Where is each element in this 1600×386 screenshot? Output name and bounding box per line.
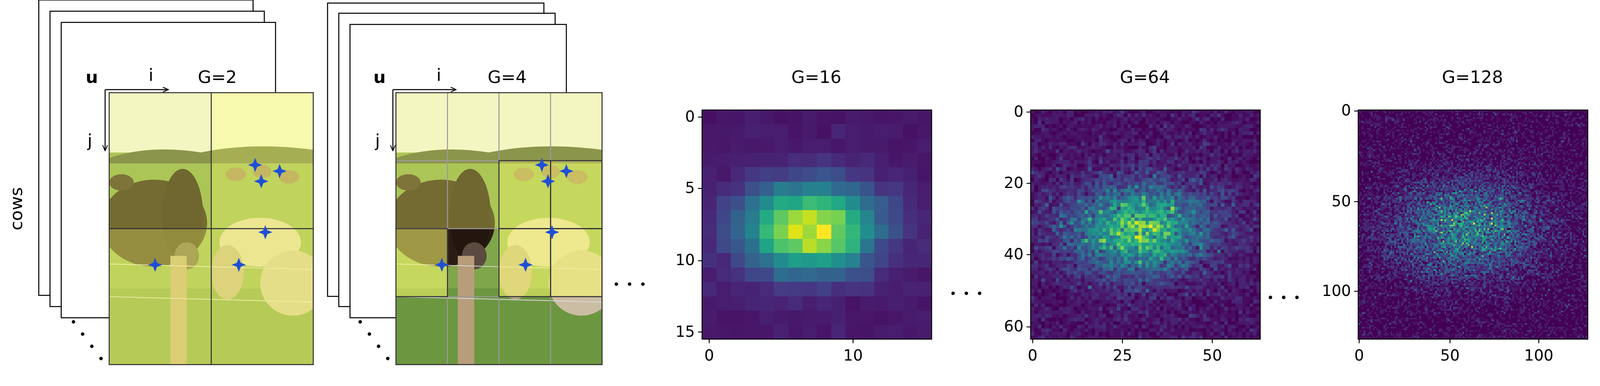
star-marker	[258, 225, 273, 240]
ellipsis-dot	[614, 282, 619, 287]
tick-label: 50	[1331, 194, 1352, 210]
tick-label: 40	[1004, 247, 1024, 263]
vector-symbol: u	[85, 68, 99, 87]
tick-label: 15	[675, 324, 695, 341]
tick-label: 0	[1013, 104, 1024, 120]
ellipsis-dot	[977, 292, 982, 296]
vector-symbol: u	[373, 68, 387, 87]
ellipsis-dot	[1268, 295, 1272, 300]
axis-index: i	[148, 66, 154, 85]
star-marker	[272, 164, 287, 179]
axis-index: j	[375, 131, 381, 150]
axis-index: j	[87, 131, 93, 150]
grid-size-label: G=2	[197, 68, 237, 87]
star-marker	[231, 257, 246, 273]
ellipsis-dot	[99, 357, 103, 361]
star-marker	[247, 158, 263, 173]
plot-title: G=128	[1441, 68, 1503, 87]
cow-photo	[100, 92, 326, 365]
star-marker	[254, 174, 269, 189]
ellipsis-dot	[80, 332, 85, 336]
ellipsis-dot	[964, 292, 968, 296]
ellipsis-dot	[1282, 295, 1286, 300]
tick-label: 10	[843, 348, 864, 365]
ellipsis-dot	[358, 320, 362, 324]
tick-label: 0	[1354, 348, 1364, 365]
ellipsis-dot	[641, 282, 645, 287]
cow-photo	[387, 92, 615, 365]
tick-label: 0	[704, 348, 715, 365]
star-marker	[534, 158, 549, 173]
ellipsis-dot	[1295, 295, 1299, 300]
tick-label: 0	[685, 109, 695, 126]
plot-title: G=64	[1120, 68, 1171, 87]
grid-size-label: G=4	[487, 68, 527, 87]
tick-label: 25	[1112, 348, 1133, 365]
tick-label: 0	[1341, 103, 1351, 119]
tick-label: 5	[685, 181, 695, 197]
heatmap	[1030, 110, 1261, 340]
star-marker	[540, 174, 556, 189]
star-marker	[518, 257, 533, 273]
star-marker	[559, 164, 574, 179]
ellipsis-dot	[71, 320, 76, 324]
heatmap	[1358, 110, 1588, 340]
heatmap	[701, 110, 932, 340]
tick-label: 100	[1321, 283, 1351, 300]
ellipsis-dot	[367, 332, 371, 336]
star-marker	[545, 225, 560, 240]
tick-label: 100	[1524, 348, 1554, 365]
star-marker	[434, 257, 450, 273]
tick-label: 10	[675, 253, 695, 269]
ellipsis-dot	[376, 345, 381, 349]
ellipsis-dot	[386, 357, 390, 361]
ellipsis-dot	[628, 282, 632, 287]
tick-label: 0	[1027, 348, 1038, 365]
tick-label: 20	[1004, 175, 1024, 192]
row-label: cows	[7, 187, 26, 231]
star-marker	[148, 257, 163, 273]
ellipsis-dot	[951, 292, 955, 296]
axis-index: i	[436, 66, 442, 85]
tick-label: 60	[1004, 319, 1024, 336]
tick-label: 50	[1202, 348, 1223, 365]
tick-label: 50	[1440, 348, 1460, 365]
ellipsis-dot	[90, 345, 94, 349]
plot-title: G=16	[791, 68, 842, 87]
